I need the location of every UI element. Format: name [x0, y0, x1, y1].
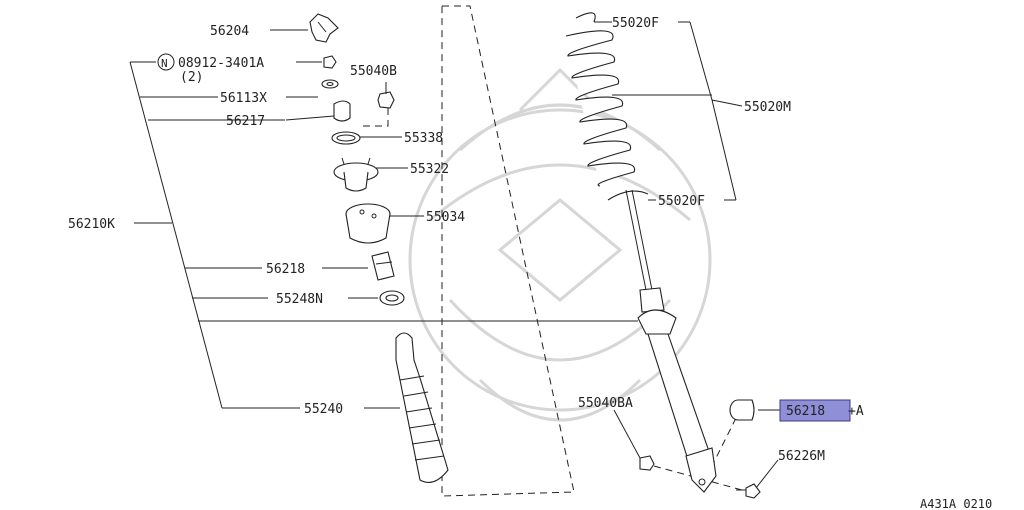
label-55248N[interactable]: 55248N	[276, 292, 323, 307]
part-55240-boot	[395, 332, 449, 483]
label-55322[interactable]: 55322	[410, 162, 449, 177]
footer-code: A431A 0210	[920, 497, 992, 510]
part-08912-nut	[323, 55, 337, 69]
note-n-symbol-ring	[157, 53, 175, 71]
label-56218A-code[interactable]: 56218	[786, 404, 825, 419]
label-56210K[interactable]: 56210K	[68, 217, 115, 232]
part-55040B-nut	[377, 82, 395, 109]
label-55020F-bottom[interactable]: 55020F	[658, 194, 705, 209]
part-55034-mount	[345, 203, 391, 244]
label-55040BA[interactable]: 55040BA	[578, 396, 633, 411]
label-n-prefix: N	[161, 57, 168, 70]
label-55240[interactable]: 55240	[304, 402, 343, 417]
assembly-frame	[441, 5, 575, 497]
label-55338[interactable]: 55338	[404, 131, 443, 146]
label-55020F-top[interactable]: 55020F	[612, 16, 659, 31]
label-55040B[interactable]: 55040B	[350, 64, 397, 79]
part-55338-ring	[331, 131, 361, 145]
callout-labels: 56204 N 08912-3401A (2) 55040B 56113X 56…	[68, 16, 992, 510]
part-strut-assembly	[625, 189, 717, 493]
part-55040BA-nut	[639, 455, 655, 471]
label-08912-3401A[interactable]: 08912-3401A	[178, 56, 264, 71]
leader-lines	[270, 21, 780, 491]
part-56204-knob	[309, 13, 339, 43]
part-56218-bushing	[371, 251, 395, 281]
label-55020M[interactable]: 55020M	[744, 100, 791, 115]
part-56226M-bolt	[736, 483, 761, 499]
label-56226M[interactable]: 56226M	[778, 449, 825, 464]
part-55020M-spring	[565, 12, 649, 201]
label-56204[interactable]: 56204	[210, 24, 249, 39]
label-56217[interactable]: 56217	[226, 114, 265, 129]
part-56217-bushing	[333, 100, 351, 122]
kit-bracket	[129, 61, 638, 409]
part-55248N-seal	[379, 290, 405, 306]
part-56113X-washer	[321, 79, 339, 89]
label-56218[interactable]: 56218	[266, 262, 305, 277]
label-08912-qty: (2)	[180, 70, 203, 85]
label-56218A-suffix: +A	[848, 404, 864, 419]
label-55034[interactable]: 55034	[426, 210, 465, 225]
part-56218A-bushing	[729, 399, 755, 421]
highlight-56218A	[779, 399, 851, 422]
part-55322-seat	[333, 157, 379, 192]
watermark-crest	[408, 67, 712, 422]
label-56113X[interactable]: 56113X	[220, 91, 267, 106]
